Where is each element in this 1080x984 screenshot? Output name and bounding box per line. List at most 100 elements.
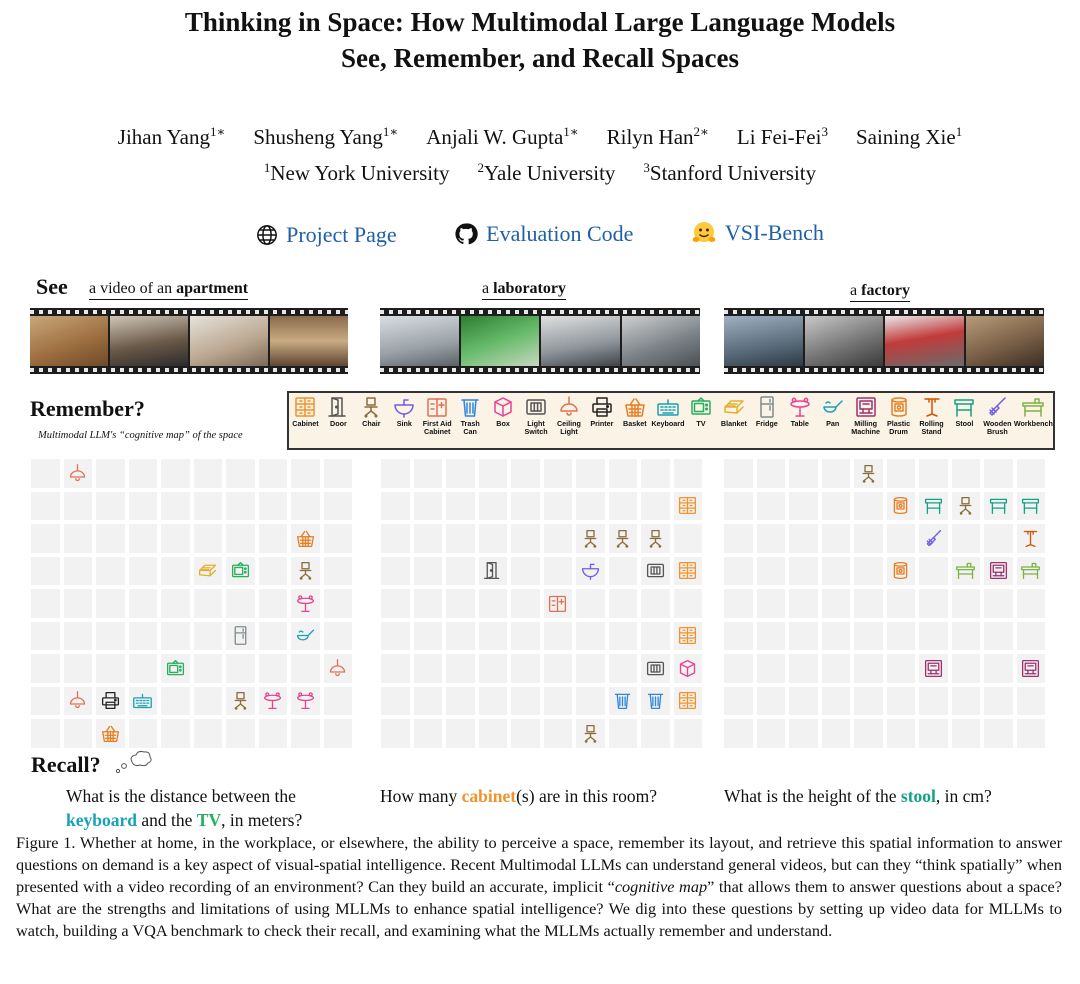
basket-icon xyxy=(101,725,119,742)
map-cell xyxy=(31,589,60,618)
map-cell xyxy=(63,556,92,585)
chair-icon xyxy=(649,529,662,548)
map-cell xyxy=(641,719,670,748)
pan-icon xyxy=(822,400,843,413)
map-cell xyxy=(193,686,222,715)
map-cell xyxy=(413,621,442,650)
legend-label: Fridge xyxy=(755,419,778,428)
map-cell xyxy=(63,491,92,520)
laboratory-video-filmstrip xyxy=(380,308,700,374)
milling-icon xyxy=(855,397,876,417)
map-cell xyxy=(854,589,883,618)
map-cell xyxy=(193,524,222,553)
legend-item-milling: Milling Machine xyxy=(849,393,882,448)
q2-prefix: How many xyxy=(380,786,458,806)
map-cell xyxy=(96,556,125,585)
recall-label: Recall? xyxy=(31,752,101,777)
map-cell xyxy=(984,459,1013,488)
map-cell xyxy=(821,524,850,553)
cabinet-icon xyxy=(679,497,697,515)
legend-item-rolling: Rolling Stand xyxy=(915,393,948,448)
author-4: Rilyn Han2∗ xyxy=(607,124,709,149)
map-cell xyxy=(608,491,637,520)
globe-icon xyxy=(257,225,277,245)
map-cell xyxy=(323,621,352,650)
map-cell xyxy=(413,654,442,683)
stool-icon xyxy=(924,498,942,515)
affiliation-mark: 3 xyxy=(643,160,650,175)
milling-icon xyxy=(1022,659,1040,677)
map-cell xyxy=(478,524,507,553)
project-page-link[interactable]: Project Page xyxy=(256,222,397,248)
legend-item-pan: Pan xyxy=(816,393,849,448)
milling-icon xyxy=(989,562,1007,580)
map-cell xyxy=(756,719,785,748)
map-cell xyxy=(193,719,222,748)
map-cell xyxy=(608,719,637,748)
table-icon xyxy=(264,692,282,710)
apartment-prefix: a video of an xyxy=(89,280,173,297)
legend-label: Printer xyxy=(590,419,614,428)
blanket-icon xyxy=(199,564,217,577)
map-cell xyxy=(576,621,605,650)
q3-prefix: What is the height of the xyxy=(724,786,897,806)
map-cell xyxy=(756,621,785,650)
map-cell xyxy=(31,556,60,585)
map-cell xyxy=(886,621,915,650)
project-page-label: Project Page xyxy=(286,222,397,247)
keyboard-icon xyxy=(657,399,679,416)
hugging-face-icon xyxy=(692,222,716,242)
map-cell-table xyxy=(291,686,320,715)
affiliation-mark: 2 xyxy=(477,160,484,175)
author-name: Anjali W. Gupta xyxy=(426,125,564,149)
author-list: Jihan Yang1∗Shusheng Yang1∗Anjali W. Gup… xyxy=(0,124,1080,150)
legend-label: Table xyxy=(790,419,809,428)
map-cell xyxy=(381,589,410,618)
map-cell xyxy=(854,621,883,650)
map-cell xyxy=(724,686,753,715)
legend-item-box: Box xyxy=(487,393,520,448)
map-cell xyxy=(291,719,320,748)
q3-suffix: , in cm? xyxy=(935,786,992,806)
map-cell xyxy=(96,589,125,618)
drum-icon xyxy=(893,497,908,515)
map-cell xyxy=(31,719,60,748)
author-3: Anjali W. Gupta1∗ xyxy=(426,124,578,149)
map-cell-stool xyxy=(984,491,1013,520)
map-cell xyxy=(724,556,753,585)
affiliation-1: 1New York University xyxy=(264,160,450,185)
map-cell xyxy=(31,654,60,683)
factory-video-filmstrip xyxy=(724,308,1044,374)
map-cell-cabinet xyxy=(673,491,702,520)
map-cell xyxy=(673,459,702,488)
ceiling-icon xyxy=(330,658,346,676)
map-cell xyxy=(96,459,125,488)
cabinet-icon xyxy=(295,397,316,417)
chair-icon xyxy=(364,397,379,418)
see-label: See xyxy=(36,274,68,299)
map-cell xyxy=(789,589,818,618)
map-cell-rolling xyxy=(1016,524,1045,553)
chair-icon xyxy=(299,562,312,580)
map-cell xyxy=(951,524,980,553)
drum-icon xyxy=(890,397,907,417)
map-cell xyxy=(413,491,442,520)
legend-item-blanket: Blanket xyxy=(717,393,750,448)
map-cell xyxy=(511,491,540,520)
map-cell xyxy=(886,654,915,683)
box-icon xyxy=(494,397,512,417)
map-cell-door xyxy=(478,556,507,585)
legend-label: Blanket xyxy=(720,419,747,428)
factory-prefix: a xyxy=(850,282,858,299)
map-cell xyxy=(31,686,60,715)
map-cell-workbench xyxy=(1016,556,1045,585)
remember-label: Remember? xyxy=(30,396,145,421)
map-cell-cabinet xyxy=(673,686,702,715)
map-cell xyxy=(226,719,255,748)
map-cell xyxy=(478,621,507,650)
affiliation-2: 2Yale University xyxy=(477,160,615,185)
evaluation-code-link[interactable]: Evaluation Code xyxy=(454,221,633,247)
map-cell xyxy=(543,686,572,715)
vsi-bench-link[interactable]: VSI-Bench xyxy=(691,220,824,246)
